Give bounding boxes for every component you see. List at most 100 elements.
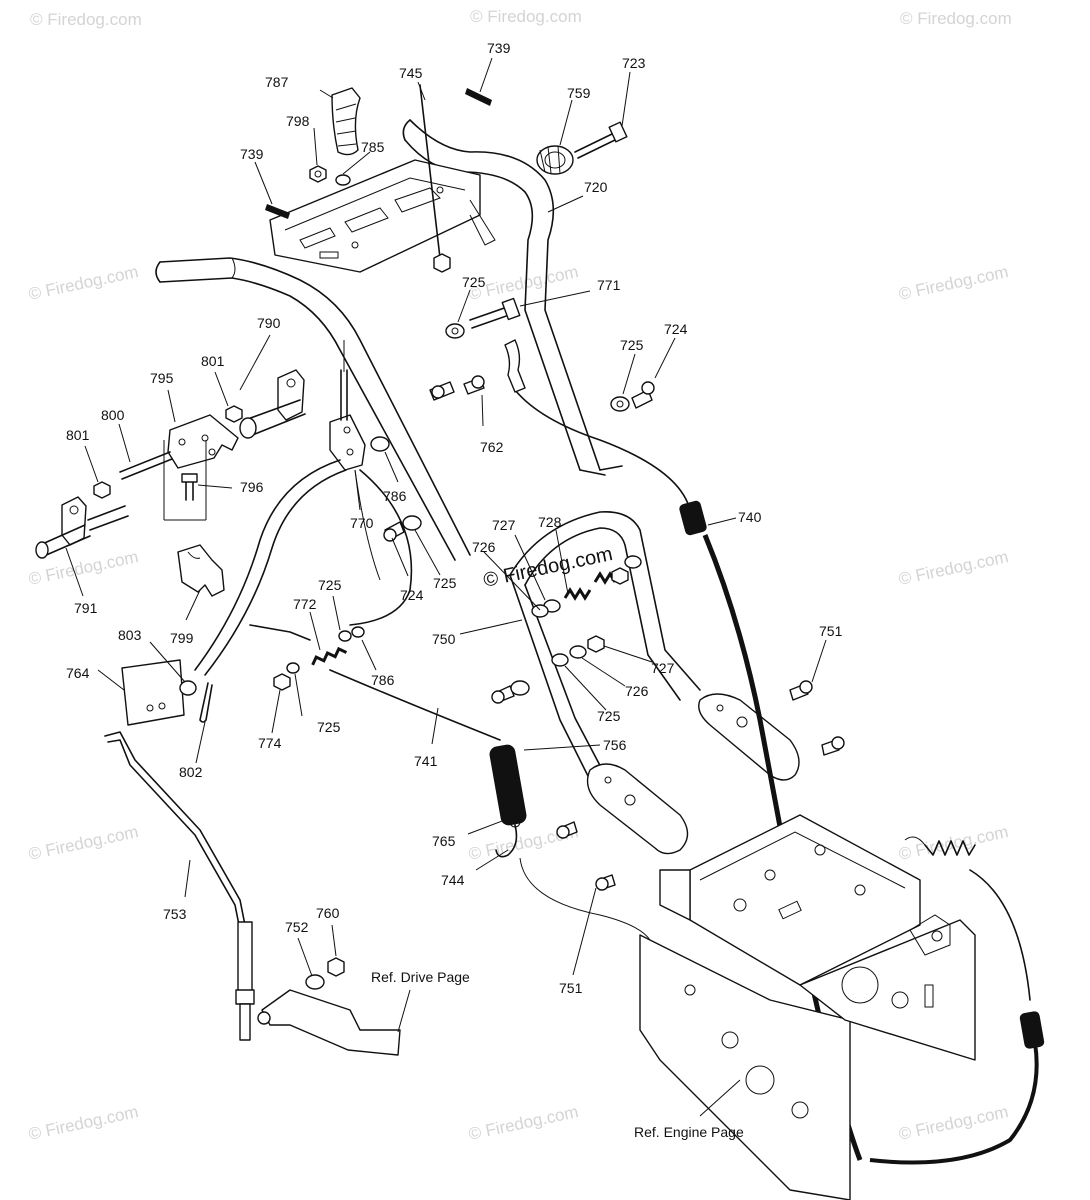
label-725-c: 725 xyxy=(433,575,457,591)
cable-741 xyxy=(329,469,501,741)
bolt-724-right xyxy=(610,381,655,412)
leader-lines xyxy=(65,57,827,1117)
label-800: 800 xyxy=(101,407,125,423)
label-751-b: 751 xyxy=(559,980,583,996)
washer-752 xyxy=(305,974,325,990)
hook-piece xyxy=(504,339,526,393)
label-760: 760 xyxy=(316,905,340,921)
yoke-799 xyxy=(177,544,225,597)
watermark: © Firedog.com xyxy=(900,9,1012,28)
label-752: 752 xyxy=(285,919,309,935)
shaft-791 xyxy=(35,496,129,559)
label-762: 762 xyxy=(480,439,504,455)
label-791: 791 xyxy=(74,600,98,616)
label-750: 750 xyxy=(432,631,456,647)
watermark: © Firedog.com xyxy=(897,822,1010,864)
label-741: 741 xyxy=(414,753,438,769)
watermark: © Firedog.com xyxy=(897,262,1010,304)
ref-drive-page: Ref. Drive Page xyxy=(371,969,470,985)
rod-753 xyxy=(104,731,255,1041)
label-728: 728 xyxy=(538,514,562,530)
label-745: 745 xyxy=(399,65,423,81)
nut-774 xyxy=(273,673,291,691)
label-751-a: 751 xyxy=(819,623,843,639)
label-770: 770 xyxy=(350,515,374,531)
label-799: 799 xyxy=(170,630,194,646)
linkage-rod xyxy=(194,459,341,671)
spring-772 xyxy=(311,646,348,666)
engine-frame xyxy=(639,814,976,1200)
cotter-pin-802 xyxy=(199,682,213,723)
label-726-b: 726 xyxy=(625,683,649,699)
label-725-b: 725 xyxy=(620,337,644,353)
label-764: 764 xyxy=(66,665,90,681)
washers-725-726 xyxy=(491,635,605,704)
bolt-723 xyxy=(574,121,628,159)
drive-arm xyxy=(261,989,401,1056)
decal-739-left xyxy=(265,204,290,219)
shaft-790 xyxy=(239,369,306,439)
plate-764 xyxy=(121,659,197,726)
label-774: 774 xyxy=(258,735,282,751)
ref-engine-page: Ref. Engine Page xyxy=(634,1124,744,1140)
label-802: 802 xyxy=(179,764,203,780)
label-771: 771 xyxy=(597,277,621,293)
label-720: 720 xyxy=(584,179,608,195)
washer-785 xyxy=(335,174,351,186)
label-726-a: 726 xyxy=(472,539,496,555)
part-labels: 787 798 785 745 739 759 723 739 720 725 … xyxy=(66,40,843,996)
label-790: 790 xyxy=(257,315,281,331)
label-786-a: 786 xyxy=(383,488,407,504)
cable-right-spring xyxy=(869,836,1045,1165)
label-801-b: 801 xyxy=(66,427,90,443)
label-725-e: 725 xyxy=(597,708,621,724)
label-803: 803 xyxy=(118,627,142,643)
bolt-762 xyxy=(429,375,485,401)
bolts-724-725-center xyxy=(383,515,422,542)
bracket-751-upper xyxy=(698,693,800,781)
label-798: 798 xyxy=(286,113,310,129)
grip-756 xyxy=(489,744,527,858)
center-watermark: © Firedog.com xyxy=(481,543,614,592)
watermark: © Firedog.com xyxy=(470,7,582,26)
thin-cable xyxy=(519,857,651,941)
watermark: © Firedog.com xyxy=(467,1102,580,1144)
plate-770 xyxy=(329,340,366,471)
lower-handle xyxy=(509,511,701,791)
label-739-left: 739 xyxy=(240,146,264,162)
bolt-796 xyxy=(181,473,198,501)
label-744: 744 xyxy=(441,872,465,888)
label-753: 753 xyxy=(163,906,187,922)
washer-786-upper xyxy=(370,436,390,452)
watermark: © Firedog.com xyxy=(897,1102,1010,1144)
label-725-f: 725 xyxy=(317,719,341,735)
label-795: 795 xyxy=(150,370,174,386)
bracket-lower xyxy=(586,763,689,855)
label-772: 772 xyxy=(293,596,317,612)
nut-760 xyxy=(327,957,345,977)
grip-787 xyxy=(331,87,361,156)
label-739-top: 739 xyxy=(487,40,511,56)
guide-lines xyxy=(163,440,207,521)
spring-728 xyxy=(531,555,642,618)
watermark: © Firedog.com xyxy=(30,10,142,29)
watermark: © Firedog.com xyxy=(27,262,140,304)
label-727-b: 727 xyxy=(651,660,675,676)
watermark: © Firedog.com xyxy=(27,1102,140,1144)
label-801-a: 801 xyxy=(201,353,225,369)
nut-798 xyxy=(309,165,327,183)
label-723: 723 xyxy=(622,55,646,71)
label-724-a: 724 xyxy=(664,321,688,337)
knob-759 xyxy=(536,145,574,175)
label-725-d: 725 xyxy=(318,577,342,593)
label-796: 796 xyxy=(240,479,264,495)
rod-745 xyxy=(419,84,441,259)
label-756: 756 xyxy=(603,737,627,753)
watermark: © Firedog.com xyxy=(897,547,1010,589)
washer-725-spring xyxy=(338,630,352,642)
label-787: 787 xyxy=(265,74,289,90)
label-725-a: 725 xyxy=(462,274,486,290)
dash-panel xyxy=(269,159,496,273)
label-765: 765 xyxy=(432,833,456,849)
